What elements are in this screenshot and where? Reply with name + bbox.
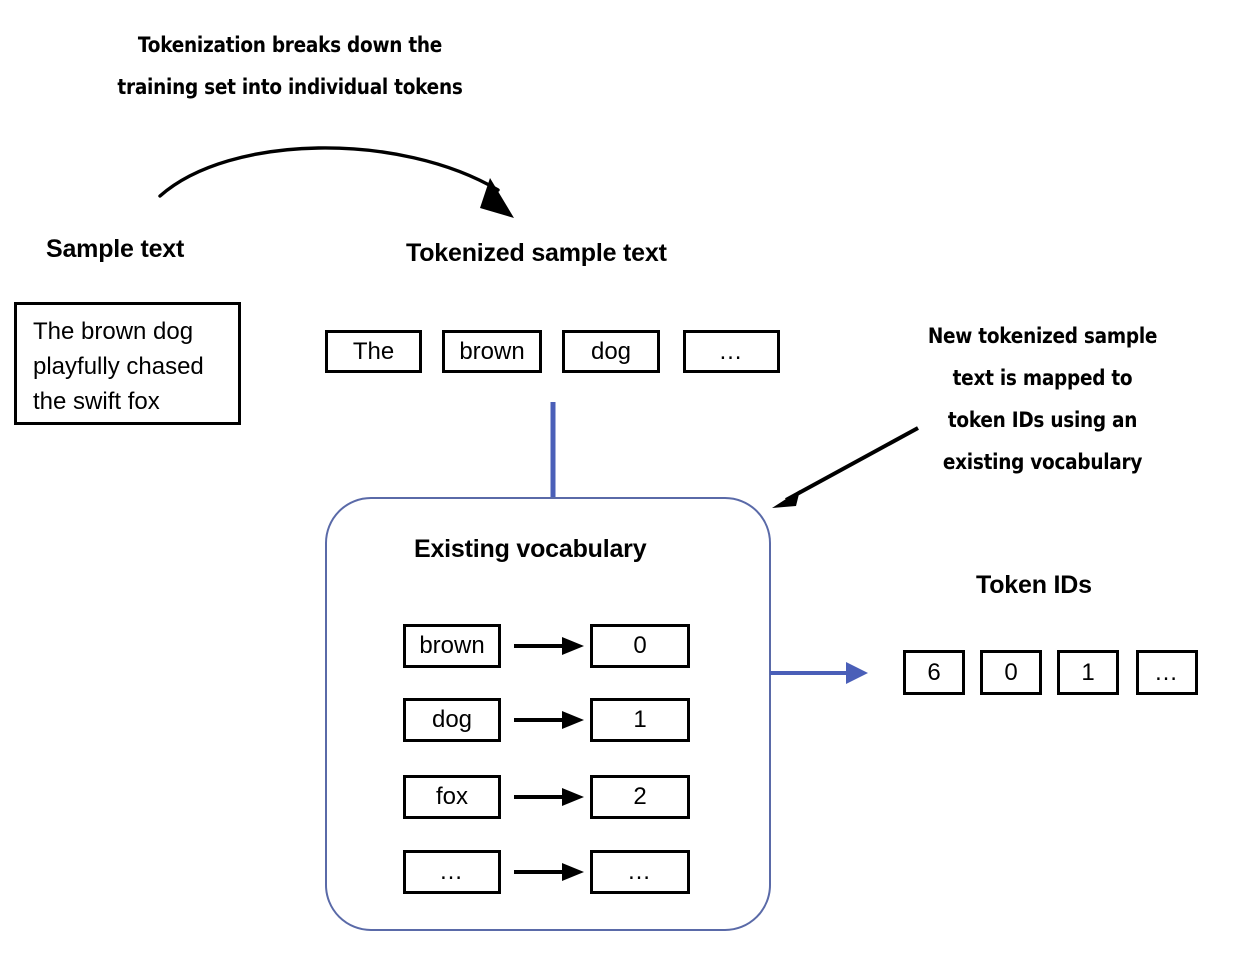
vocabulary-id-label: 0	[633, 632, 647, 659]
vocabulary-token-label: fox	[435, 783, 468, 810]
vocabulary-id-box: 0	[590, 624, 690, 668]
vocabulary-token-box: brown	[403, 624, 501, 668]
mapping-note: New tokenized sample text is mapped to t…	[917, 315, 1168, 483]
token-label: …	[718, 337, 745, 365]
vocabulary-map-arrow	[514, 860, 584, 885]
sample-text-value: The brown dog playfully chased the swift…	[33, 318, 204, 415]
tokens-to-vocabulary-connector	[549, 402, 557, 502]
vocabulary-id-label: 1	[633, 706, 647, 733]
token-id-box: …	[1136, 650, 1198, 695]
tokenization-note-line-2: training set into individual tokens	[117, 75, 463, 99]
vocabulary-map-arrow	[514, 634, 584, 659]
vocabulary-to-token-ids-arrow	[770, 658, 870, 688]
token-id-label: 0	[1004, 658, 1018, 686]
token-label: dog	[590, 337, 632, 365]
tokenized-sample-text-heading: Tokenized sample text	[406, 239, 667, 267]
vocabulary-id-box: 1	[590, 698, 690, 742]
token-box: …	[683, 330, 780, 373]
vocabulary-map-arrow	[514, 708, 584, 733]
token-id-label: 1	[1081, 658, 1095, 686]
existing-vocabulary-panel	[325, 497, 771, 931]
mapping-note-line-3: token IDs using an	[947, 408, 1138, 432]
token-box: brown	[442, 330, 542, 373]
vocabulary-id-box: 2	[590, 775, 690, 819]
sample-text-box: The brown dog playfully chased the swift…	[14, 302, 241, 425]
existing-vocabulary-heading: Existing vocabulary	[414, 535, 647, 563]
vocabulary-token-box: fox	[403, 775, 501, 819]
vocabulary-token-label: brown	[419, 632, 485, 659]
tokenization-note: Tokenization breaks down the training se…	[96, 24, 483, 108]
token-box: The	[325, 330, 422, 373]
vocabulary-id-box: …	[590, 850, 690, 894]
vocabulary-token-label: dog	[431, 706, 473, 733]
token-label: brown	[459, 337, 525, 365]
mapping-note-arrow	[768, 420, 928, 515]
token-id-box: 0	[980, 650, 1042, 695]
vocabulary-token-label: …	[439, 858, 465, 885]
mapping-note-line-4: existing vocabulary	[942, 450, 1143, 474]
mapping-note-line-2: text is mapped to	[952, 366, 1133, 390]
token-id-label: 6	[927, 658, 941, 686]
token-id-box: 1	[1057, 650, 1119, 695]
tokenization-note-line-1: Tokenization breaks down the	[137, 33, 443, 57]
vocabulary-id-label: 2	[633, 783, 647, 810]
vocabulary-token-box: dog	[403, 698, 501, 742]
vocabulary-token-box: …	[403, 850, 501, 894]
tokenization-curved-arrow	[150, 120, 540, 230]
token-id-label: …	[1154, 658, 1180, 686]
vocabulary-id-label: …	[627, 858, 653, 885]
vocabulary-map-arrow	[514, 785, 584, 810]
token-id-box: 6	[903, 650, 965, 695]
token-label: The	[352, 337, 395, 365]
mapping-note-line-1: New tokenized sample	[927, 324, 1158, 348]
sample-text-heading: Sample text	[46, 235, 185, 263]
token-ids-heading: Token IDs	[976, 571, 1092, 599]
token-box: dog	[562, 330, 660, 373]
